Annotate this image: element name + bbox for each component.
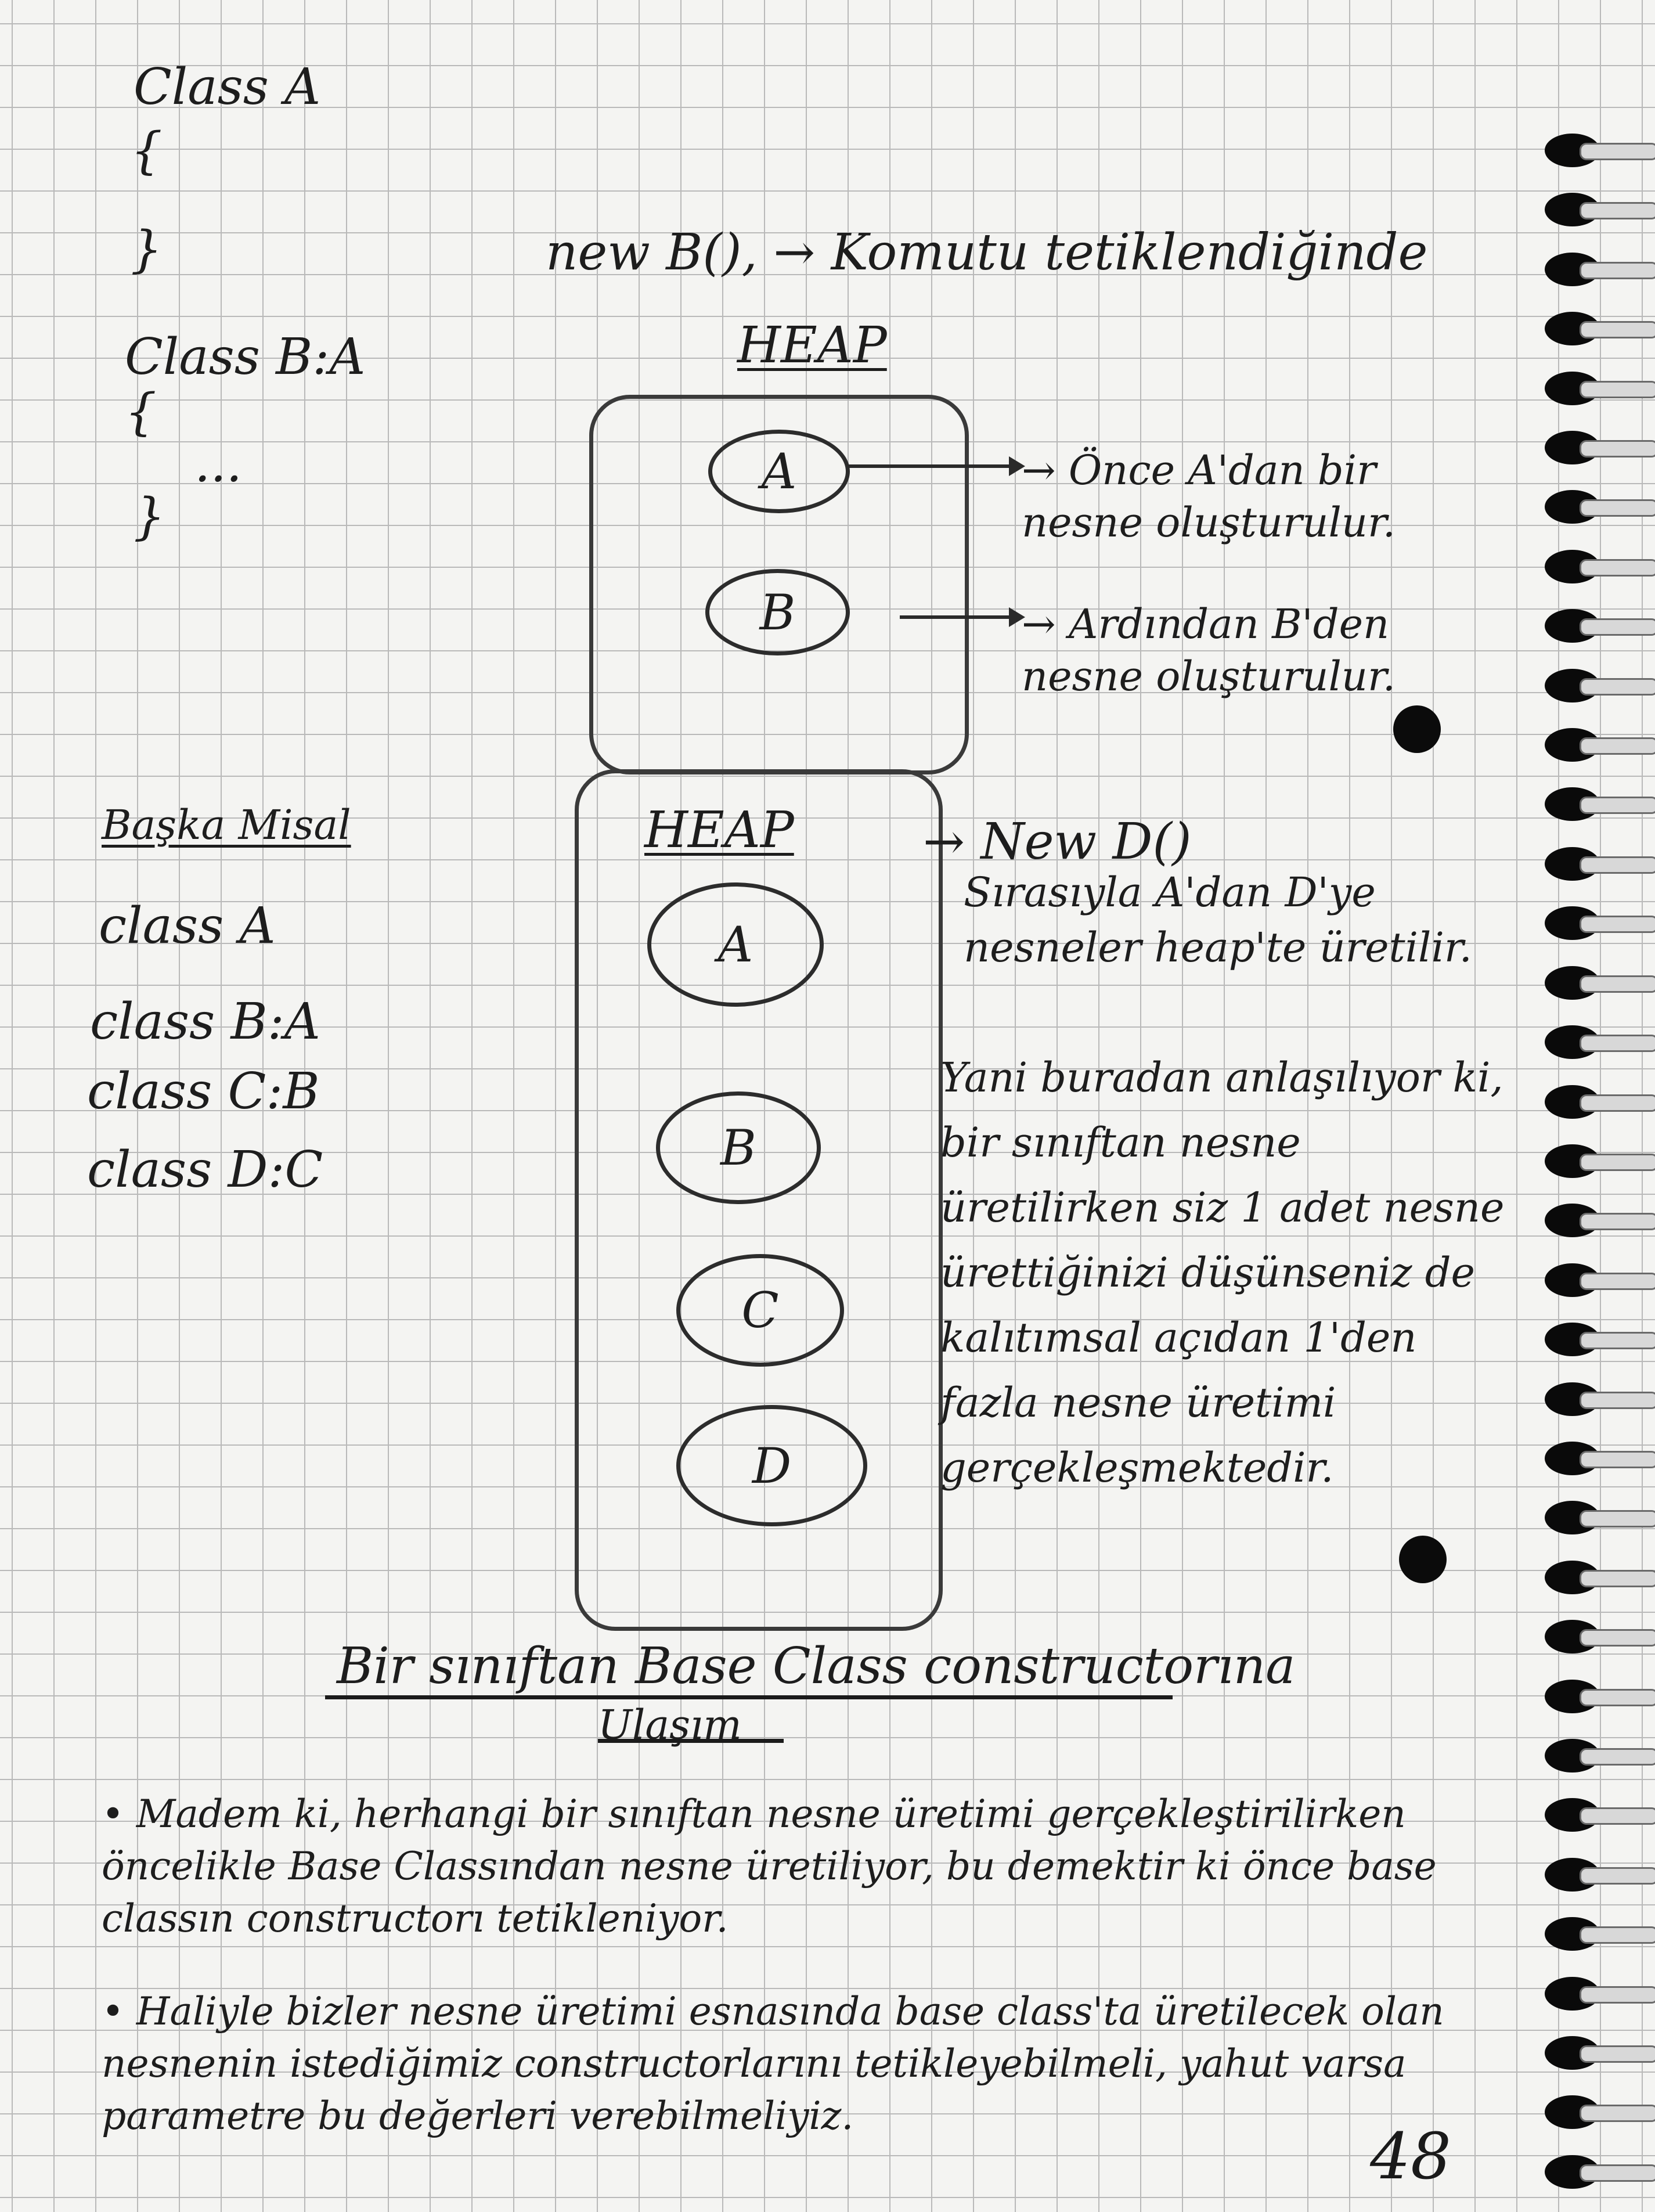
code-line: }: [134, 488, 165, 546]
spiral-ring: [1545, 252, 1655, 286]
class-line: class A: [99, 897, 276, 955]
spiral-ring: [1545, 1323, 1655, 1357]
spiral-ring: [1545, 1501, 1655, 1535]
spiral-ring: [1545, 1204, 1655, 1238]
spiral-ring: [1545, 371, 1655, 405]
heap-container: [575, 769, 943, 1631]
spiral-ring: [1545, 609, 1655, 643]
punch-hole: [1399, 1536, 1447, 1583]
spiral-ring: [1545, 490, 1655, 524]
spiral-ring: [1545, 1857, 1655, 1892]
spiral-ring: [1545, 1085, 1655, 1119]
code-line: {: [131, 122, 163, 180]
spiral-ring: [1545, 1620, 1655, 1654]
spiral-ring: [1545, 1798, 1655, 1832]
spiral-ring: [1545, 1560, 1655, 1594]
heap-label: HEAP: [737, 316, 887, 374]
trigger-note: Sırasıyla A'dan D'ye nesneler heap'te ür…: [964, 869, 1472, 971]
heap-node-b: B: [656, 1091, 821, 1204]
spiral-ring: [1545, 906, 1655, 941]
arrow-icon: [900, 607, 1025, 627]
spiral-ring: [1545, 846, 1655, 881]
underline: [325, 1695, 1173, 1699]
spiral-ring: [1545, 787, 1655, 822]
spiral-ring: [1545, 312, 1655, 346]
spiral-ring: [1545, 2155, 1655, 2189]
spiral-ring: [1545, 1917, 1655, 1951]
bullet-paragraph: Madem ki, herhangi bir sınıftan nesne ür…: [102, 1788, 1541, 1945]
code-line: }: [131, 221, 163, 279]
code-line: ...: [194, 435, 243, 493]
spiral-ring: [1545, 431, 1655, 465]
explanation-text: Yani buradan anlaşılıyor ki, bir sınıfta…: [940, 1054, 1505, 1492]
bullet-paragraph: Haliyle bizler nesne üretimi esnasında b…: [102, 1986, 1541, 2142]
spiral-ring: [1545, 1144, 1655, 1178]
spiral-binding: [1539, 0, 1655, 2212]
spiral-ring: [1545, 1441, 1655, 1475]
spiral-ring: [1545, 2095, 1655, 2130]
spiral-ring: [1545, 668, 1655, 702]
heap-node-b: B: [705, 569, 850, 655]
spiral-ring: [1545, 1263, 1655, 1297]
class-line: class D:C: [87, 1141, 323, 1199]
spiral-ring: [1545, 1025, 1655, 1060]
code-line: Class B:A: [125, 328, 366, 386]
section-subtitle: Başka Misal: [102, 801, 351, 849]
class-line: class C:B: [87, 1062, 320, 1121]
spiral-ring: [1545, 193, 1655, 227]
spiral-ring: [1545, 2036, 1655, 2070]
code-line: {: [125, 383, 157, 441]
arrow-icon: [848, 456, 1025, 476]
spiral-ring: [1545, 1976, 1655, 2011]
heap-label: HEAP: [644, 801, 794, 859]
note-a: → Önce A'dan bir nesne oluşturulur.: [1022, 446, 1396, 546]
note-b: → Ardından B'den nesne oluşturulur.: [1022, 600, 1396, 700]
underline: [598, 1739, 784, 1743]
code-line: Class A: [134, 58, 321, 116]
trigger-text: → New D(): [923, 813, 1192, 871]
spiral-ring: [1545, 1679, 1655, 1713]
page-number: 48: [1370, 2119, 1451, 2193]
spiral-ring: [1545, 549, 1655, 583]
spiral-ring: [1545, 728, 1655, 762]
spiral-ring: [1545, 1738, 1655, 1773]
heap-node-c: C: [676, 1254, 844, 1367]
heap-node-a: A: [708, 430, 850, 513]
punch-hole: [1393, 705, 1441, 753]
heap-node-a: A: [647, 882, 824, 1007]
class-line: class B:A: [90, 993, 320, 1051]
spiral-ring: [1545, 134, 1655, 167]
spiral-ring: [1545, 966, 1655, 1000]
section-title: Bir sınıftan Base Class constructorına: [337, 1637, 1296, 1695]
spiral-ring: [1545, 1382, 1655, 1416]
heap-node-d: D: [676, 1405, 867, 1526]
trigger-text: new B(), → Komutu tetiklendiğinde: [546, 224, 1428, 282]
